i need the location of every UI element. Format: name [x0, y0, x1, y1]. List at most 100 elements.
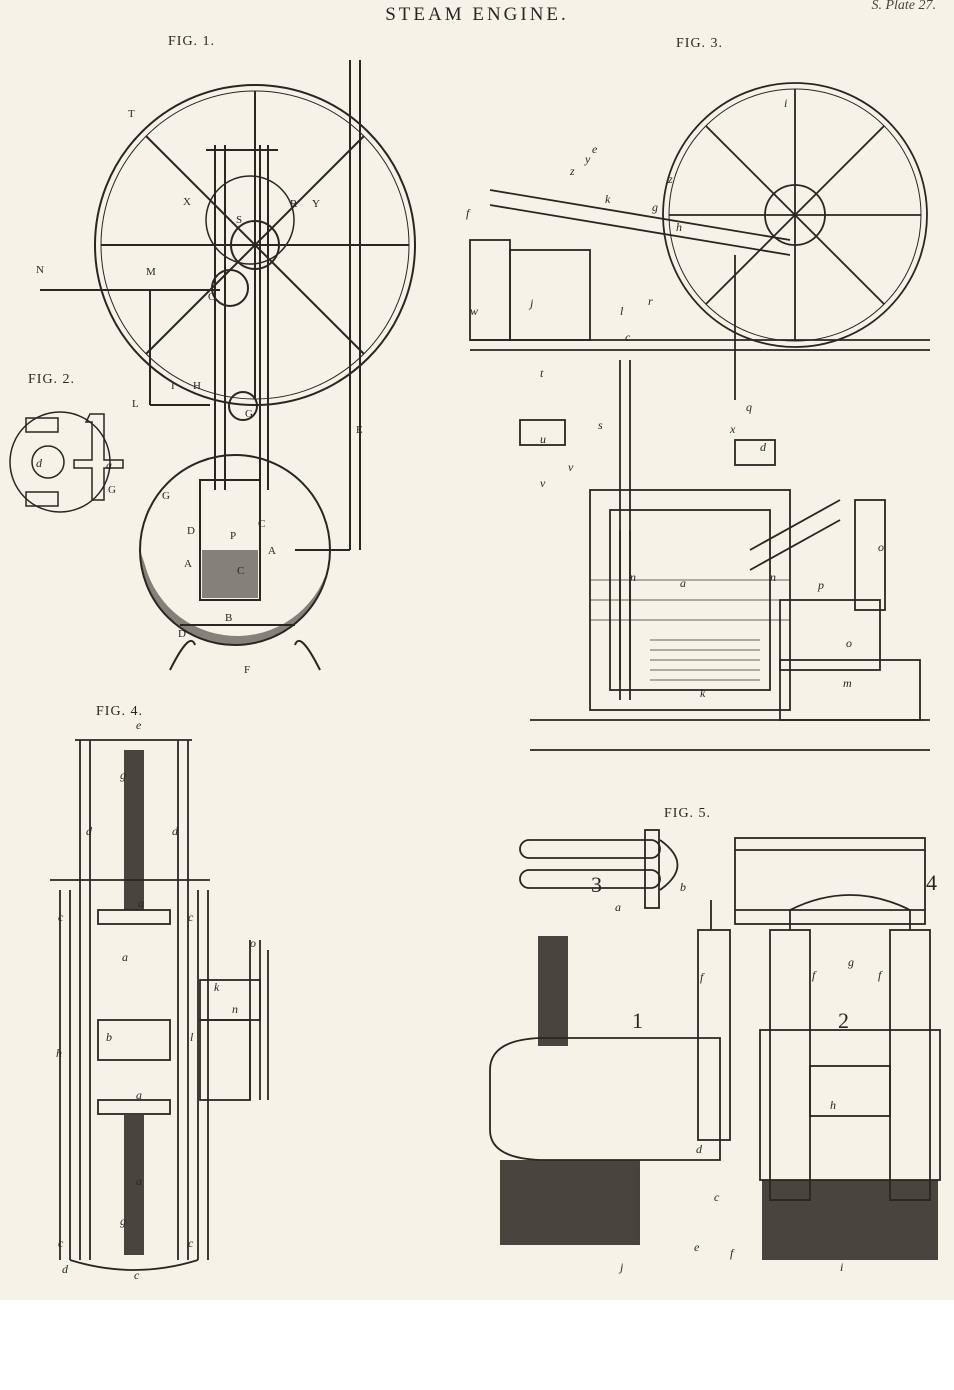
- fig5-part-number-4: 4: [926, 870, 937, 895]
- fig1-letter: M: [146, 266, 156, 278]
- fig3-letter: w: [470, 304, 479, 318]
- fig5-letter: d: [696, 1142, 702, 1156]
- fig1-letter: R: [290, 198, 298, 210]
- fig4-letter: e: [136, 718, 142, 732]
- fig3-letter: a: [680, 576, 686, 590]
- fig1-letter: C: [258, 518, 266, 530]
- fig4-letter: g: [120, 1214, 126, 1228]
- fig4-letter: c: [134, 1268, 140, 1282]
- fig5-letter: f: [812, 968, 816, 982]
- fig3-letter: g: [652, 200, 658, 214]
- fig3-letter: o: [846, 636, 852, 650]
- fig5-letter: f: [700, 970, 704, 984]
- fig3-letter: t: [540, 366, 544, 380]
- fig3-letter: k: [605, 192, 611, 206]
- fig1-letter: D: [178, 628, 186, 640]
- fig4-letter: k: [214, 980, 220, 994]
- fig3-letter: e: [592, 142, 598, 156]
- page-margin: [0, 1300, 954, 1390]
- fig1-letter: C: [237, 565, 245, 577]
- fig5-letter: b: [680, 880, 686, 894]
- fig3-letter: k: [700, 686, 706, 700]
- fig4-letter: c: [58, 910, 64, 924]
- fig5-letter: g: [848, 955, 854, 969]
- fig3-letter: r: [648, 294, 653, 308]
- fig5-letter: j: [620, 1260, 624, 1274]
- fig1-letter: A: [268, 545, 276, 557]
- fig3-letter: z: [668, 172, 673, 186]
- fig3-letter: l: [620, 304, 624, 318]
- fig1-label: FIG. 1.: [168, 34, 216, 49]
- fig2-letter: G: [108, 484, 116, 496]
- fig4-label: FIG. 4.: [96, 704, 144, 719]
- fig1-letter: P: [230, 530, 237, 542]
- fig5-letter: f: [730, 1246, 734, 1260]
- fig5-part-number-1: 1: [632, 1008, 643, 1033]
- fig5-letter: a: [615, 900, 621, 914]
- fig3-letter: o: [878, 540, 884, 554]
- fig4-letter: d: [86, 824, 92, 838]
- fig3-letter: d: [760, 440, 766, 454]
- fig5-label: FIG. 5.: [664, 806, 712, 821]
- engraving-plate: STEAM ENGINE. S. Plate 27. FIG. 1. FIG. …: [0, 0, 954, 1300]
- fig1-letter: B: [225, 612, 233, 624]
- fig3-letter: u: [540, 432, 546, 446]
- fig2-label: FIG. 2.: [28, 372, 76, 387]
- fig5-part-number-3: 3: [591, 872, 602, 897]
- fig3-letter: q: [746, 400, 752, 414]
- fig3-letter: p: [818, 578, 824, 592]
- fig1-letter: S: [236, 214, 243, 226]
- fig1-letter: G: [162, 490, 170, 502]
- fig1-letter: L: [132, 398, 139, 410]
- fig3-letter: m: [843, 676, 852, 690]
- fig3-drawing: [469, 82, 930, 751]
- fig5-letter: e: [694, 1240, 700, 1254]
- fig1-letter: G: [245, 408, 253, 420]
- fig1-letter: H: [193, 380, 201, 392]
- fig2-letter: a: [106, 458, 112, 472]
- fig4-letter: d: [62, 1262, 68, 1276]
- fig4-letter: h: [56, 1046, 62, 1060]
- fig3-letter: z: [570, 164, 575, 178]
- fig3-letter: s: [598, 418, 603, 432]
- fig4-drawing: [50, 739, 269, 1271]
- fig1-drawing: [40, 60, 416, 671]
- fig4-letter: c: [188, 910, 194, 924]
- fig3-letter: c: [625, 330, 631, 344]
- fig3-letter: j: [530, 296, 534, 310]
- fig3-label: FIG. 3.: [676, 36, 724, 51]
- fig3-letter: n: [770, 570, 776, 584]
- fig5-letter: h: [830, 1098, 836, 1112]
- fig5-letter: c: [714, 1190, 720, 1204]
- fig1-letter: D: [187, 525, 195, 537]
- fig1-letter: A: [184, 558, 192, 570]
- fig2-drawing: [9, 411, 124, 513]
- fig3-letter: h: [676, 220, 682, 234]
- fig2-letter: d: [36, 456, 42, 470]
- fig1-letter: O: [208, 291, 216, 303]
- fig1-letter: F: [244, 664, 251, 676]
- fig3-letter: x: [730, 422, 736, 436]
- fig1-letter: I: [171, 380, 175, 392]
- plate-title: STEAM ENGINE.: [385, 4, 569, 25]
- fig4-letter: o: [250, 936, 256, 950]
- fig4-letter: g: [120, 768, 126, 782]
- fig1-letter: T: [128, 108, 135, 120]
- fig3-letter: f: [466, 206, 470, 220]
- fig1-letter: Y: [312, 198, 320, 210]
- fig4-letter: c: [58, 1236, 64, 1250]
- fig4-letter: d: [172, 824, 178, 838]
- fig4-letter: n: [232, 1002, 238, 1016]
- fig5-letter: i: [840, 1260, 844, 1274]
- fig1-letter: N: [36, 264, 44, 276]
- fig4-letter: a: [122, 950, 128, 964]
- fig3-letter: n: [630, 570, 636, 584]
- fig5-letter: f: [878, 968, 882, 982]
- fig3-letter: y: [585, 152, 591, 166]
- fig3-letter: v: [540, 476, 546, 490]
- fig4-letter: a: [136, 1088, 142, 1102]
- fig3-letter: i: [784, 96, 788, 110]
- fig5-drawing: [489, 829, 941, 1260]
- fig1-letter: E: [356, 424, 363, 436]
- fig4-letter: b: [106, 1030, 112, 1044]
